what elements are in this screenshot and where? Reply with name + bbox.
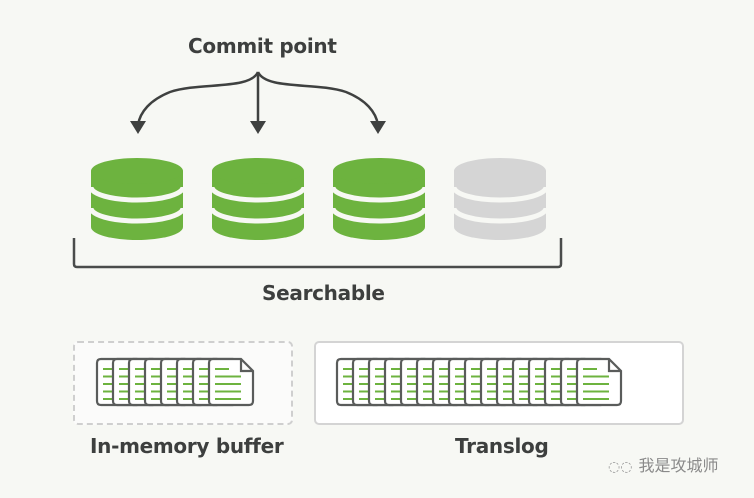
commit-point-label: Commit point: [188, 34, 337, 58]
searchable-label: Searchable: [262, 281, 385, 305]
segment-cylinder-3: [333, 157, 425, 241]
watermark: ◌◌ 我是攻城师: [608, 452, 718, 476]
in-memory-buffer-label: In-memory buffer: [90, 434, 284, 458]
translog-label: Translog: [455, 434, 549, 458]
arrowhead-center: [250, 121, 266, 134]
arrowhead-left: [130, 121, 146, 134]
arrow-left: [136, 71, 260, 126]
wechat-icon: ◌◌: [608, 459, 633, 475]
document-icon: [207, 357, 255, 407]
arrowhead-right: [370, 121, 386, 134]
segment-cylinder-1: [91, 157, 183, 241]
segment-cylinder-4: [454, 157, 546, 241]
arrow-right: [256, 71, 380, 126]
commit-arrows: [130, 71, 386, 134]
buffer-documents: [95, 357, 255, 407]
translog-documents: [335, 357, 623, 407]
watermark-text: 我是攻城师: [638, 456, 719, 475]
searchable-bracket: [72, 238, 563, 269]
segment-cylinder-2: [212, 157, 304, 241]
document-icon: [575, 357, 623, 407]
